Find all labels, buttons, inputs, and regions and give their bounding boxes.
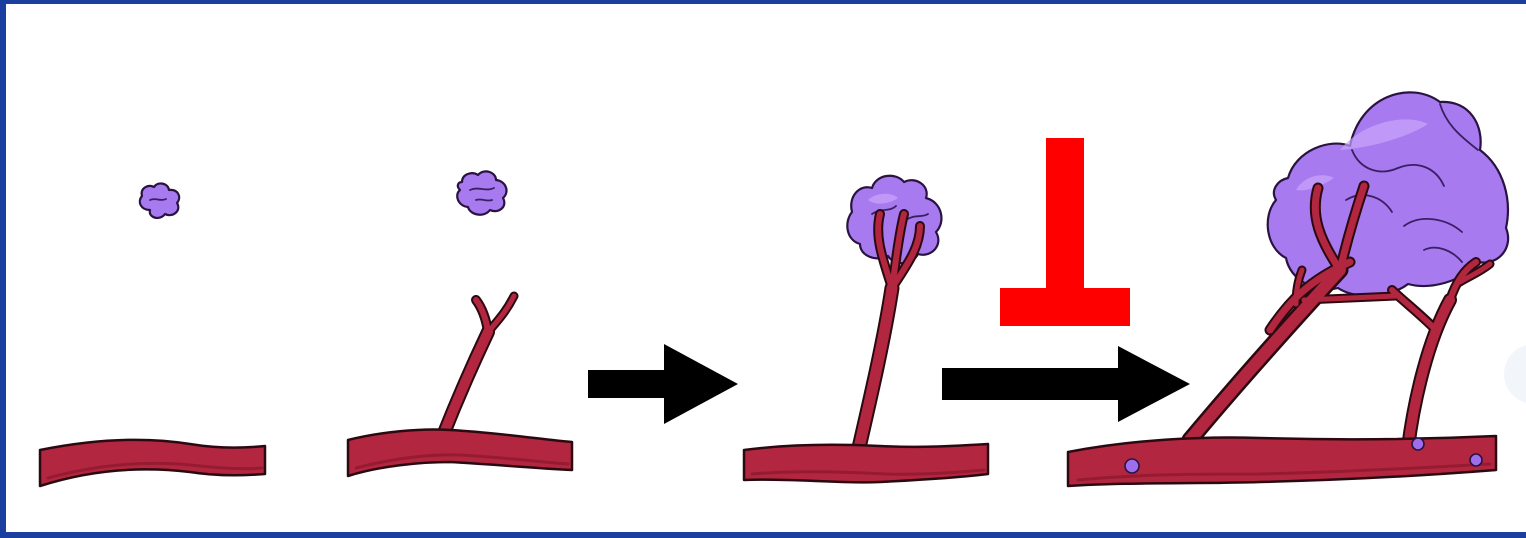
stage-4 bbox=[1068, 92, 1508, 486]
stage-3 bbox=[744, 176, 988, 483]
inhibition-t-bar-icon bbox=[1000, 138, 1130, 326]
stage-2 bbox=[348, 171, 572, 476]
tumor-cell bbox=[1125, 459, 1139, 473]
partial-circle bbox=[1504, 344, 1526, 404]
arrow-right-icon bbox=[942, 346, 1190, 422]
blood-vessel bbox=[348, 429, 572, 476]
tumor-small bbox=[140, 183, 179, 217]
arrow-right-icon bbox=[588, 344, 738, 424]
tumor-cell bbox=[1470, 454, 1482, 466]
blood-vessel bbox=[744, 444, 988, 482]
stage-1 bbox=[40, 183, 265, 486]
blood-vessel bbox=[40, 440, 265, 486]
vessel-sprout bbox=[442, 296, 514, 438]
tumor-cell bbox=[1412, 438, 1424, 450]
tumor-small bbox=[457, 171, 506, 214]
